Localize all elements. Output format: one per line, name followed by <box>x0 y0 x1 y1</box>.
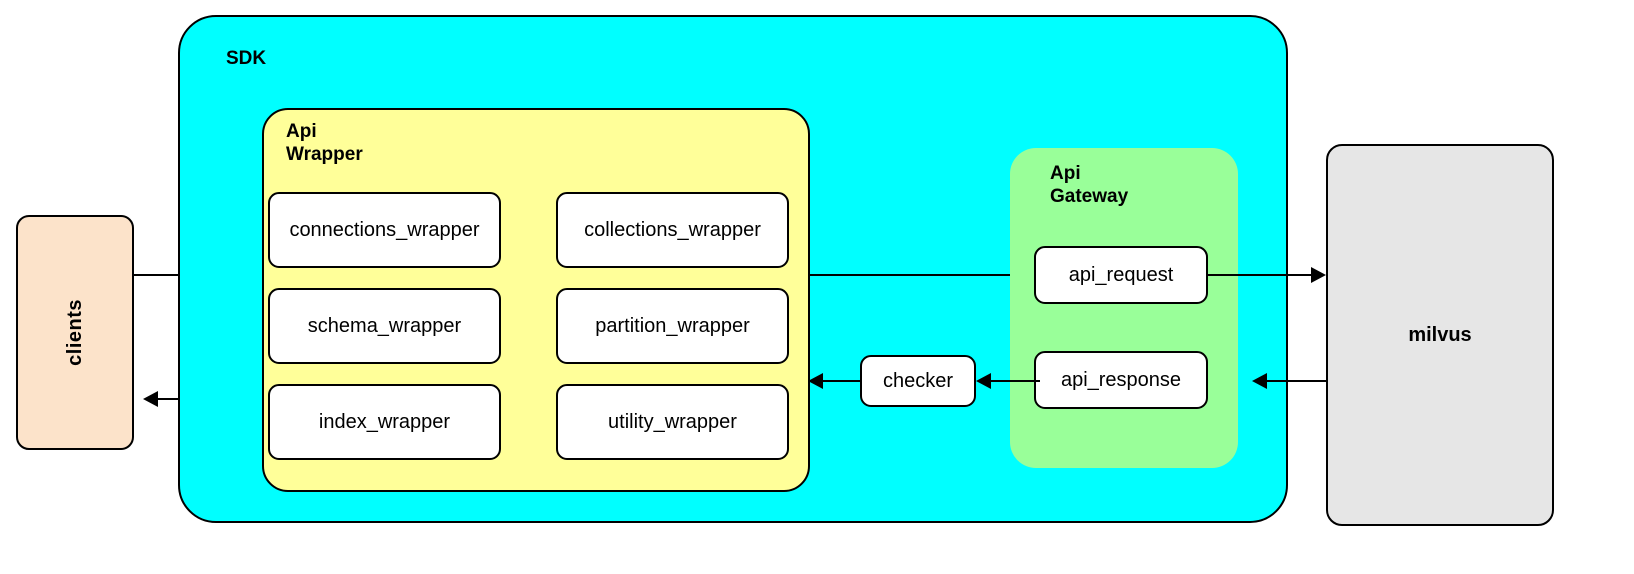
clients-node[interactable]: clients <box>16 215 134 450</box>
node-label: index_wrapper <box>318 410 451 433</box>
node-connections-wrapper[interactable]: connections_wrapper <box>268 192 501 268</box>
node-api-request[interactable]: api_request <box>1034 246 1208 304</box>
node-api-response[interactable]: api_response <box>1034 351 1208 409</box>
node-utility-wrapper[interactable]: utility_wrapper <box>556 384 789 460</box>
api-wrapper-label: Api Wrapper <box>286 121 363 165</box>
api-gateway-label: Api Gateway <box>1050 163 1129 207</box>
sdk-label: SDK <box>226 48 267 69</box>
api-gateway-container: Api Gateway api_request api_response <box>1010 148 1238 468</box>
arrow-request-to-milvus-line <box>1208 274 1316 276</box>
node-label: connections_wrapper <box>289 218 480 241</box>
checker-node[interactable]: checker <box>860 355 976 407</box>
node-partition-wrapper[interactable]: partition_wrapper <box>556 288 789 364</box>
node-schema-wrapper[interactable]: schema_wrapper <box>268 288 501 364</box>
arrow-milvus-to-response-line <box>1266 380 1360 382</box>
arrow-response-to-checker-head <box>976 373 991 389</box>
arrow-checker-to-wrapper-line <box>822 380 862 382</box>
api-wrapper-container: Api Wrapper connections_wrapper collecti… <box>262 108 810 492</box>
node-index-wrapper[interactable]: index_wrapper <box>268 384 501 460</box>
arrow-checker-to-wrapper-head <box>808 373 823 389</box>
clients-label: clients <box>63 299 86 366</box>
node-label: api_response <box>1060 368 1182 391</box>
arrow-sdk-to-clients-head <box>143 391 158 407</box>
node-label: partition_wrapper <box>595 314 750 337</box>
arrow-milvus-to-response-head <box>1252 373 1267 389</box>
node-label: schema_wrapper <box>307 314 462 337</box>
arrow-wrapper-to-gateway-line <box>810 274 1015 276</box>
milvus-label: milvus <box>1408 323 1472 346</box>
arrow-request-to-milvus-head <box>1311 267 1326 283</box>
node-label: api_request <box>1068 263 1174 286</box>
node-label: utility_wrapper <box>608 410 737 433</box>
checker-label: checker <box>882 370 954 392</box>
node-collections-wrapper[interactable]: collections_wrapper <box>556 192 789 268</box>
node-label: collections_wrapper <box>584 218 761 241</box>
arrow-response-to-checker-line <box>990 380 1040 382</box>
milvus-node[interactable]: milvus <box>1326 144 1554 526</box>
